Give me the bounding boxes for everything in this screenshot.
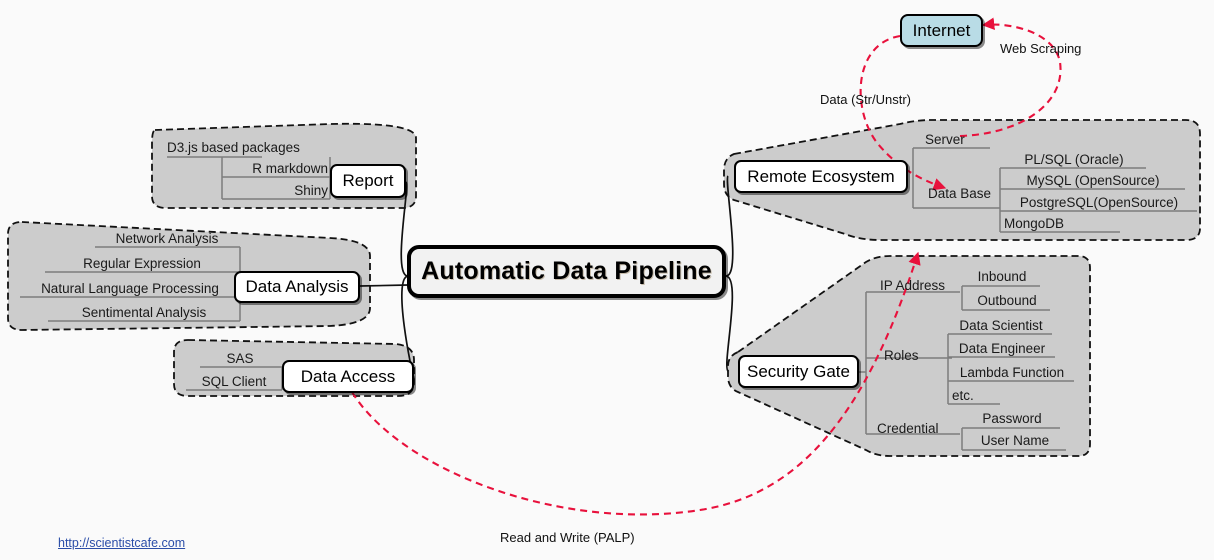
node-data-analysis[interactable]: Data Analysis	[234, 271, 360, 303]
node-data-access[interactable]: Data Access	[282, 360, 414, 393]
footer-site-link[interactable]: http://scientistcafe.com	[58, 536, 186, 550]
leaf-access-sqlclient[interactable]: SQL Client	[201, 374, 267, 389]
leaf-analysis-sentiment[interactable]: Sentimental Analysis	[81, 305, 207, 320]
leaf-analysis-network[interactable]: Network Analysis	[115, 231, 219, 246]
group-security-credential[interactable]: Credential	[877, 421, 939, 436]
annotation-data-str-unstr: Data (Str/Unstr)	[820, 92, 912, 107]
leaf-db-plsql[interactable]: PL/SQL (Oracle)	[1024, 152, 1124, 167]
connector-center-analysis	[359, 284, 409, 287]
connector-center-report	[400, 181, 409, 277]
annotation-read-and-write: Read and Write (PALP)	[500, 530, 635, 545]
cloud-data-analysis	[7, 221, 371, 331]
leaf-report-shiny[interactable]: Shiny	[294, 183, 328, 198]
leaf-cred-password[interactable]: Password	[982, 411, 1042, 426]
node-report-label: Report	[342, 171, 394, 190]
annotation-web-scraping: Web Scraping	[1000, 41, 1082, 56]
leaf-roles-lambda-function[interactable]: Lambda Function	[959, 365, 1065, 380]
node-internet[interactable]: Internet	[900, 14, 983, 47]
bracket-report-2	[221, 157, 330, 178]
leaf-access-sas[interactable]: SAS	[226, 351, 254, 366]
leaf-db-mongodb[interactable]: MongoDB	[1004, 216, 1065, 231]
leaf-roles-etc[interactable]: etc.	[952, 388, 974, 403]
leaf-analysis-regex[interactable]: Regular Expression	[83, 256, 201, 271]
leaf-cred-username[interactable]: User Name	[980, 433, 1050, 448]
arrow-read-write	[351, 251, 921, 516]
bracket-report-3	[221, 177, 330, 200]
cloud-security-gate	[727, 255, 1091, 457]
node-report[interactable]: Report	[330, 164, 406, 198]
arrow-data-str-unstr	[859, 34, 947, 191]
node-data-access-label: Data Access	[300, 366, 396, 386]
node-remote-ecosystem[interactable]: Remote Ecosystem	[734, 160, 908, 193]
center-node-label: Automatic Data Pipeline	[421, 257, 712, 285]
leaf-report-d3js[interactable]: D3.js based packages	[167, 140, 300, 155]
leaf-db-postgresql[interactable]: PostgreSQL(OpenSource)	[1019, 195, 1179, 210]
node-data-analysis-label: Data Analysis	[245, 277, 349, 296]
leaf-roles-data-scientist[interactable]: Data Scientist	[959, 318, 1043, 333]
group-remote-database[interactable]: Data Base	[928, 186, 992, 201]
cloud-remote-ecosystem	[723, 119, 1201, 241]
node-security-gate-label: Security Gate	[747, 361, 850, 381]
leaf-ip-inbound[interactable]: Inbound	[977, 269, 1027, 284]
leaf-roles-data-engineer[interactable]: Data Engineer	[958, 341, 1046, 356]
node-security-gate[interactable]: Security Gate	[738, 355, 859, 388]
leaf-report-rmarkdown[interactable]: R markdown	[252, 161, 328, 176]
leaf-db-mysql[interactable]: MySQL (OpenSource)	[1026, 173, 1160, 188]
leaf-ip-outbound[interactable]: Outbound	[977, 293, 1037, 308]
leaf-analysis-nlp[interactable]: Natural Language Processing	[41, 281, 219, 296]
group-security-ip-address[interactable]: IP Address	[880, 278, 946, 293]
connector-center-remote	[725, 175, 734, 277]
node-internet-label: Internet	[912, 20, 971, 40]
connector-center-security	[725, 275, 734, 372]
group-remote-server[interactable]: Server	[925, 132, 965, 147]
node-remote-ecosystem-label: Remote Ecosystem	[747, 166, 895, 186]
node-center-automatic-data-pipeline[interactable]: Automatic Data Pipeline	[407, 245, 726, 298]
group-security-roles[interactable]: Roles	[884, 348, 919, 363]
